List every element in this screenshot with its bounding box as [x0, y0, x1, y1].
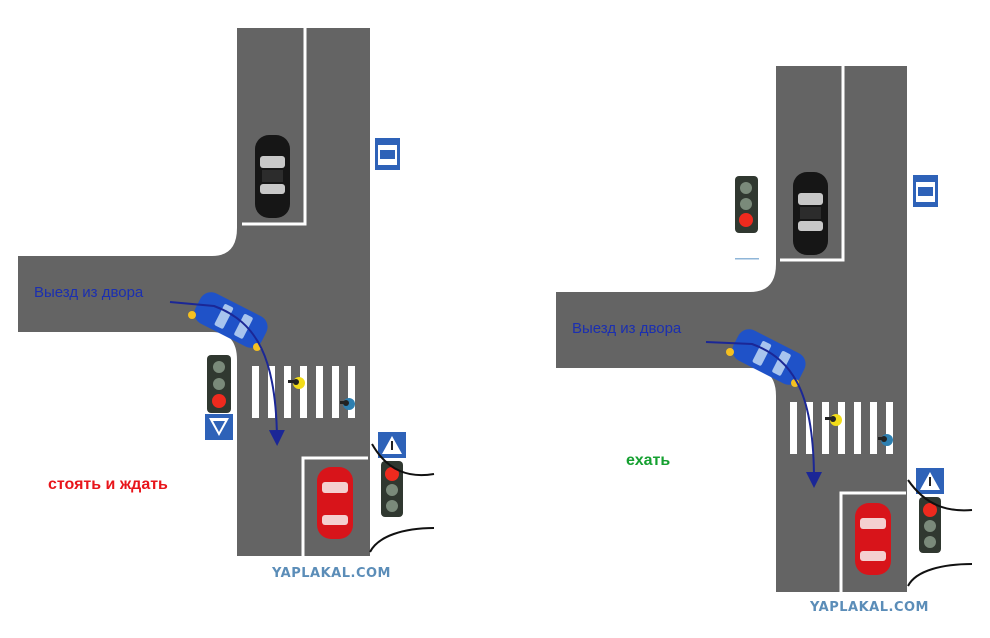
- exit-label-left: Выезд из двора: [34, 284, 144, 301]
- pedestrian-crossing-sign: [378, 432, 406, 458]
- right-diagram: [556, 66, 973, 592]
- watermark-left: YAPLAKAL.COM: [272, 566, 391, 581]
- pedestrian-yellow: [825, 414, 842, 426]
- pedestrian-blue: [340, 398, 355, 410]
- turn-path-arrow: [169, 301, 285, 446]
- sign-bar: [735, 258, 759, 260]
- verdict-right: ехать: [626, 452, 671, 469]
- black-car: [793, 172, 828, 255]
- crosswalk: [252, 366, 355, 418]
- red-car: [317, 467, 353, 539]
- turn-path-arrow: [705, 341, 822, 488]
- vehicle-traffic-light: [919, 497, 941, 553]
- exit-label-right: Выезд из двора: [572, 320, 682, 337]
- bus-stop-sign: [375, 138, 400, 170]
- road-markings: [242, 28, 368, 556]
- pedestrian-yellow: [288, 377, 305, 389]
- pedestrian-crossing-sign: [916, 468, 944, 494]
- road-edge-curves: [369, 443, 435, 553]
- left-diagram: [18, 28, 435, 556]
- pedestrian-blue: [878, 434, 893, 446]
- children-warning-sign: [205, 414, 233, 440]
- watermark-right: YAPLAKAL.COM: [810, 600, 929, 615]
- black-car: [255, 135, 290, 218]
- road-markings: [780, 66, 906, 592]
- crosswalk: [790, 402, 893, 454]
- bus-stop-sign: [913, 175, 938, 207]
- vehicle-traffic-light: [381, 461, 403, 517]
- verdict-left: стоять и ждать: [48, 476, 168, 493]
- red-car: [855, 503, 891, 575]
- road-edge-curves: [907, 479, 973, 587]
- pedestrian-traffic-light: [735, 176, 758, 233]
- pedestrian-traffic-light: [207, 355, 231, 413]
